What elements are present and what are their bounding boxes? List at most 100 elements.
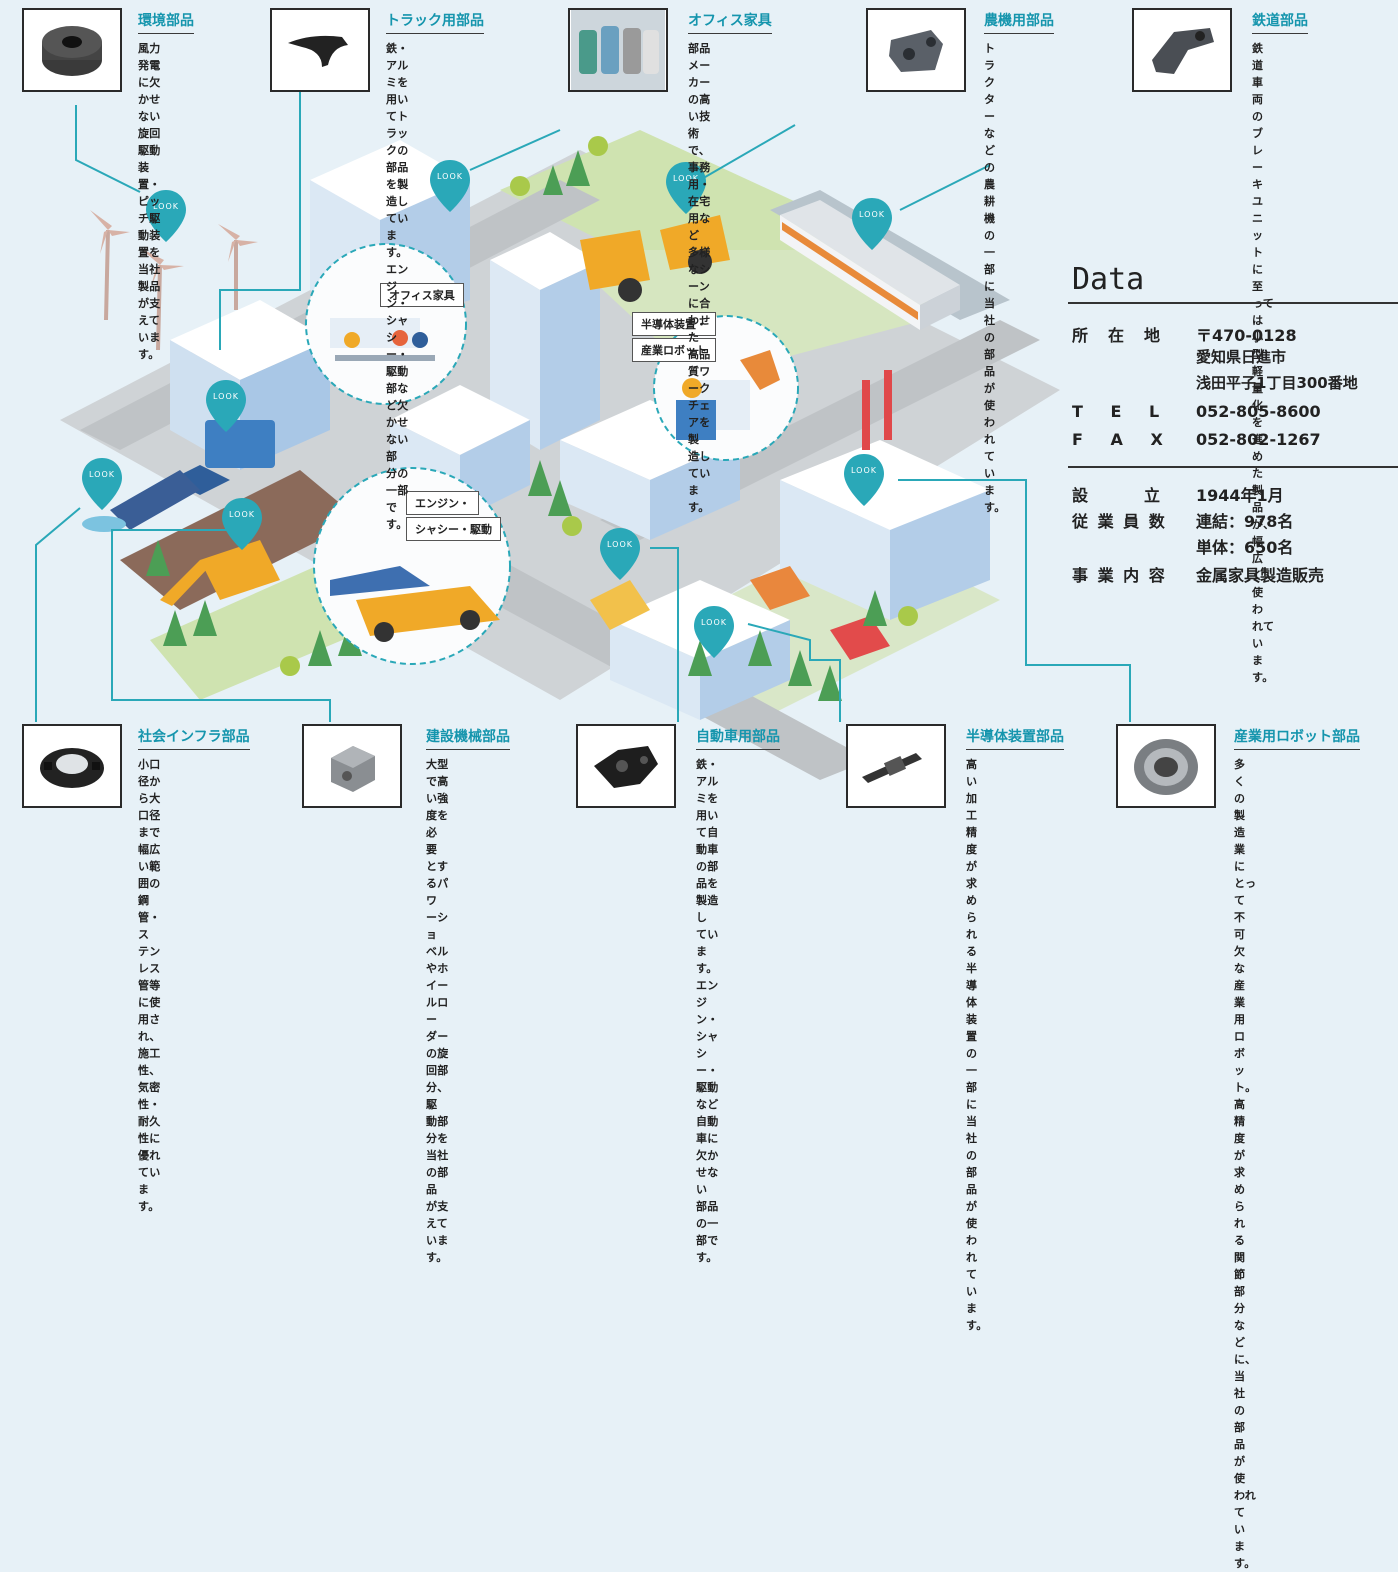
map-pin-icon: [82, 458, 122, 510]
data-row: 設 立 1944年1月: [1072, 482, 1284, 506]
card-title: 建設機械部品: [426, 726, 510, 750]
card-description: 多くの製造業にとって不可欠な産業用ロボット。高精度が求められる関節部分などに、当…: [1234, 758, 1257, 1570]
data-row: 愛知県日進市: [1072, 346, 1286, 367]
data-row-label: F A X: [1072, 430, 1165, 449]
auto-bracket-icon: [576, 724, 676, 808]
data-row-value: 連結：978名: [1196, 512, 1294, 531]
card-title: 半導体装置部品: [966, 726, 1064, 750]
pipe: [110, 470, 200, 530]
data-row: T E L 052-805-8600: [1072, 398, 1321, 422]
card-title: 産業用ロボット部品: [1234, 726, 1360, 750]
suspension-arm-icon: [270, 8, 370, 92]
card-title: 環境部品: [138, 10, 194, 34]
look-label: LOOK: [436, 172, 463, 181]
office-circle-label: オフィス家具: [380, 283, 464, 307]
card-description: 部品メーカーの高い技術で、事務用・在宅用など多様なシーンに合わせた高品質ワークチ…: [688, 42, 711, 514]
map-pin-icon: [666, 162, 706, 214]
excavator: [200, 540, 280, 600]
card-description: 高い加工精度が求められる半導体装置の一部に当社の部品が使われています。: [966, 758, 988, 1332]
map-pin-icon: [600, 528, 640, 580]
look-label: LOOK: [700, 618, 727, 627]
data-heading: Data: [1072, 262, 1145, 297]
look-label: LOOK: [88, 470, 115, 479]
card-description: トラクターなどの農耕機の一部に当社の部品が使われています。: [984, 42, 1006, 514]
look-label: LOOK: [850, 466, 877, 475]
gear-housing-icon: [302, 724, 402, 808]
card-title: 農機用部品: [984, 10, 1054, 34]
data-row: 浅田平子1丁目300番地: [1072, 372, 1358, 393]
data-row-label: 所 在 地: [1072, 326, 1163, 345]
semi-circle-label-1: 半導体装置・: [632, 312, 716, 336]
card-description: 風力発電に欠かせない旋回駆動装置・ピッチ駆動装置を当社製品が支えています。: [138, 42, 161, 361]
rotary-part-icon: [22, 8, 122, 92]
card-title: 自動車用部品: [696, 726, 780, 750]
agri-part-icon: [866, 8, 966, 92]
truck: [205, 420, 275, 468]
data-row-label: 事 業 内 容: [1072, 566, 1167, 585]
data-row-value: 浅田平子1丁目300番地: [1196, 374, 1358, 392]
look-pin[interactable]: LOOK: [664, 160, 708, 216]
bearing-icon: [1116, 724, 1216, 808]
card-description: 小口径から大口径まで幅広い範囲の鋼管・ステンレス管等に使用され、施工性、気密性・…: [138, 758, 161, 1213]
look-label: LOOK: [212, 392, 239, 401]
data-row-label: 設 立: [1072, 486, 1163, 505]
data-row: 事 業 内 容 金属家具製造販売: [1072, 562, 1324, 586]
data-row-value: 1944年1月: [1196, 486, 1284, 505]
look-label: LOOK: [672, 174, 699, 183]
data-row-value: 愛知県日進市: [1196, 348, 1287, 366]
look-pin[interactable]: LOOK: [598, 526, 642, 582]
look-label: LOOK: [858, 210, 885, 219]
data-row-value: 〒470-0128: [1196, 326, 1297, 345]
connector-lines: [35, 30, 1131, 722]
data-row-value: 単体：650名: [1196, 538, 1294, 557]
card-title: 鉄道部品: [1252, 10, 1308, 34]
look-pin[interactable]: LOOK: [144, 188, 188, 244]
train: [780, 200, 960, 330]
data-divider-top: [1068, 302, 1398, 304]
data-row-value: 052-802-1267: [1196, 430, 1321, 449]
data-row: 従 業 員 数 連結：978名: [1072, 508, 1293, 532]
data-row-value: 金属家具製造販売: [1196, 566, 1325, 585]
red-car: [830, 616, 890, 660]
map-pin-icon: [206, 380, 246, 432]
card-description: 鉄・アルミを用いてトラックの部品を製造しています。エンジン・シャシー・駆動部など…: [386, 42, 409, 531]
look-label: LOOK: [606, 540, 633, 549]
data-row: F A X 052-802-1267: [1072, 426, 1321, 450]
map-pin-icon: [852, 198, 892, 250]
tractor: [580, 230, 650, 290]
office-chairs-icon: [568, 8, 668, 92]
look-pin[interactable]: LOOK: [692, 604, 736, 660]
card-title: 社会インフラ部品: [138, 726, 250, 750]
engine-circle-label-1: エンジン・: [406, 491, 479, 515]
card-description: 大型で高い強度を必要とするパワーショベルやホイールローダーの旋回部分、駆動部分を…: [426, 758, 449, 1264]
map-pin-icon: [222, 498, 262, 550]
rail-part-icon: [1132, 8, 1232, 92]
map-pin-icon: [430, 160, 470, 212]
look-pin[interactable]: LOOK: [850, 196, 894, 252]
yellow-car: [590, 580, 650, 630]
data-row: 単体：650名: [1072, 534, 1293, 558]
orange-car: [750, 566, 810, 610]
wind-turbines: [104, 229, 238, 351]
data-row-label: 従 業 員 数: [1072, 512, 1167, 531]
look-label: LOOK: [152, 202, 179, 211]
data-row-value: 052-805-8600: [1196, 402, 1321, 421]
map-pin-icon: [146, 190, 186, 242]
look-pin[interactable]: LOOK: [428, 158, 472, 214]
look-label: LOOK: [228, 510, 255, 519]
look-pin[interactable]: LOOK: [80, 456, 124, 512]
map-pin-icon: [844, 454, 884, 506]
card-description: 鉄道車両のブレーキユニットに至っては小型軽量化を進めた製品が、幅広く使われていま…: [1252, 42, 1275, 684]
data-row-label: T E L: [1072, 402, 1162, 421]
look-pin[interactable]: LOOK: [204, 378, 248, 434]
shaft-part-icon: [846, 724, 946, 808]
map-pin-icon: [694, 606, 734, 658]
data-row: 所 在 地 〒470-0128: [1072, 322, 1297, 346]
engine-circle-label-2: シャシー・駆動: [406, 517, 501, 541]
pipe-fitting-icon: [22, 724, 122, 808]
semi-circle-label-2: 産業ロボット: [632, 338, 716, 362]
city-illustration: [35, 30, 1131, 780]
look-pin[interactable]: LOOK: [220, 496, 264, 552]
card-title: トラック用部品: [386, 10, 484, 34]
look-pin[interactable]: LOOK: [842, 452, 886, 508]
